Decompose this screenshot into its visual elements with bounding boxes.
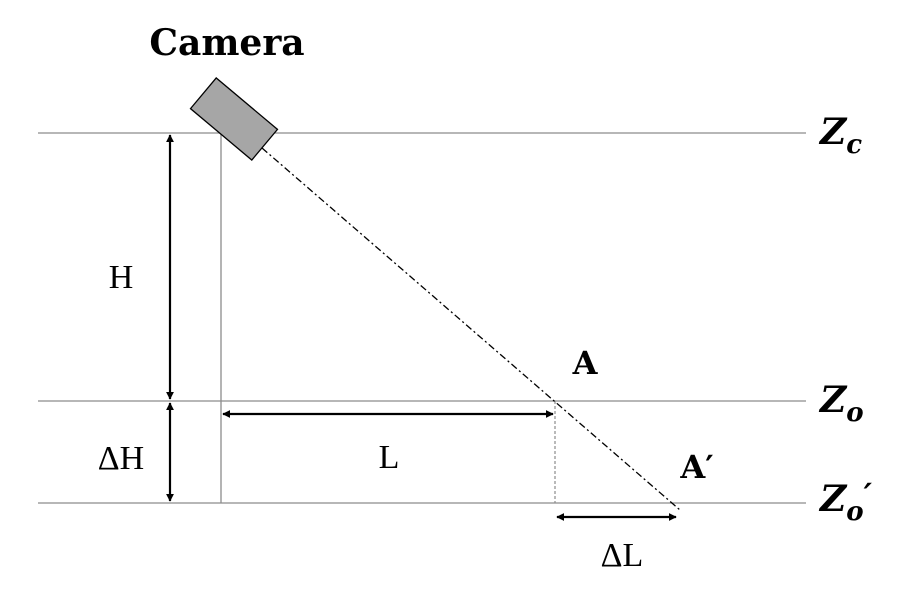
camera-body (189, 77, 279, 161)
plane-zo-prime-label: Zo′ (818, 476, 873, 527)
point-a-label: A (572, 344, 599, 382)
plane-zc-label: Zc (818, 111, 862, 160)
delta-h-label: ΔH (98, 440, 144, 477)
h-label: H (109, 259, 134, 296)
camera-label: Camera (149, 22, 304, 64)
l-label: L (379, 439, 400, 476)
plane-zo-label: Zo (818, 379, 864, 428)
point-a-prime-label: A′ (679, 448, 713, 486)
delta-l-label: ΔL (601, 537, 644, 574)
line-of-sight (261, 147, 681, 511)
